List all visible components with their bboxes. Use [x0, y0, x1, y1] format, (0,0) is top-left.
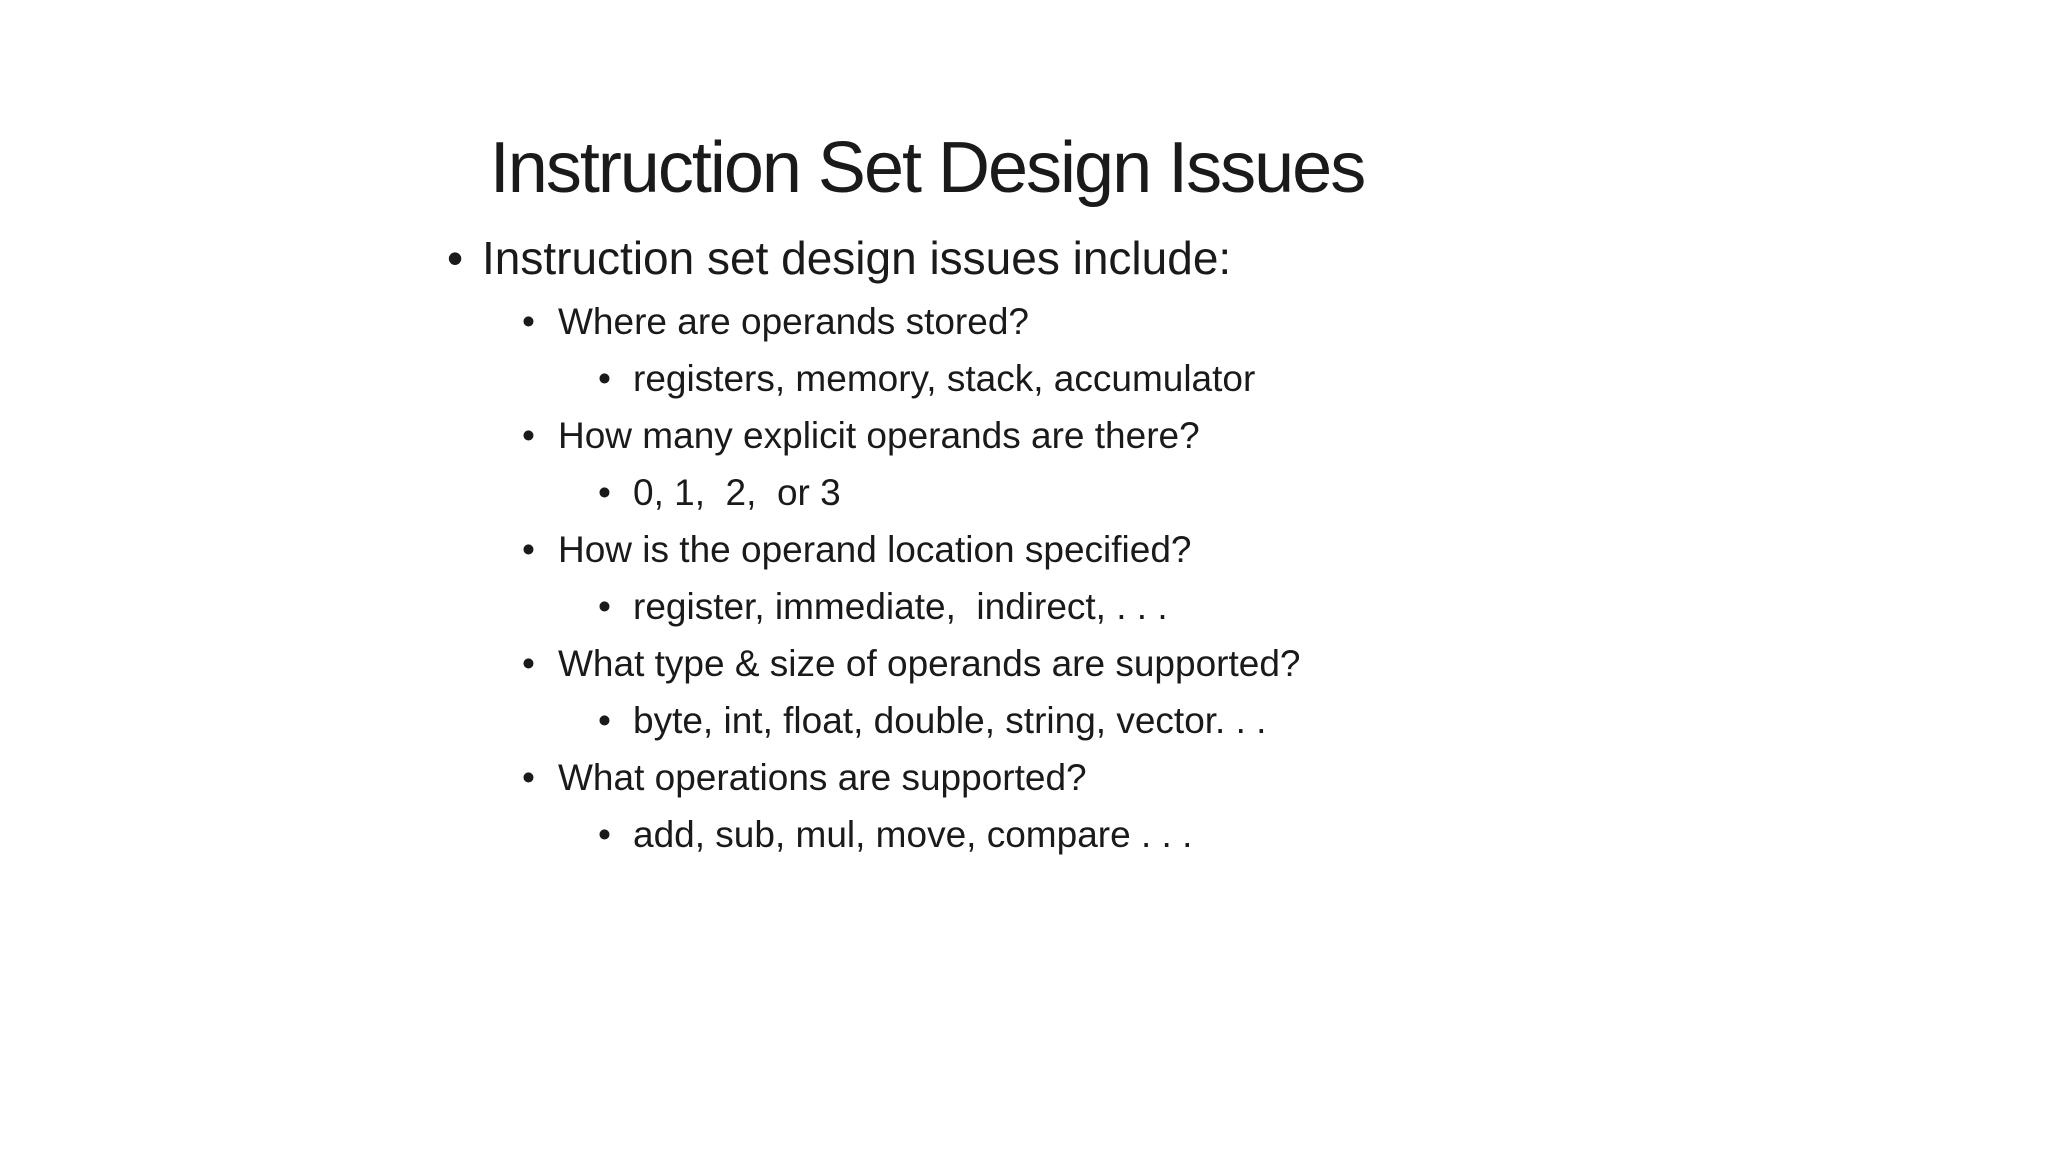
bullet-icon: • [598, 699, 611, 741]
bullet-item-level3: • byte, int, float, double, string, vect… [447, 692, 1647, 749]
bullet-icon: • [447, 231, 464, 284]
bullet-text: How is the operand location specified? [558, 528, 1192, 570]
bullet-list: • Instruction set design issues include:… [447, 222, 1647, 863]
bullet-text: What type & size of operands are support… [558, 642, 1301, 684]
bullet-text: Where are operands stored? [558, 300, 1029, 342]
bullet-item-level2: • How is the operand location specified? [447, 521, 1647, 578]
bullet-item-level2: • What operations are supported? [447, 749, 1647, 806]
bullet-item-level2: • What type & size of operands are suppo… [447, 635, 1647, 692]
bullet-item-level2: • How many explicit operands are there? [447, 407, 1647, 464]
bullet-icon: • [598, 471, 611, 513]
bullet-item-level3: • 0, 1, 2, or 3 [447, 464, 1647, 521]
bullet-item-level3: • register, immediate, indirect, . . . [447, 578, 1647, 635]
bullet-text: What operations are supported? [558, 756, 1087, 798]
bullet-text: 0, 1, 2, or 3 [633, 471, 841, 513]
bullet-text: How many explicit operands are there? [558, 414, 1200, 456]
bullet-item-level3: • add, sub, mul, move, compare . . . [447, 806, 1647, 863]
bullet-item-level3: • registers, memory, stack, accumulator [447, 350, 1647, 407]
bullet-icon: • [522, 300, 535, 342]
bullet-icon: • [522, 528, 535, 570]
bullet-icon: • [522, 756, 535, 798]
bullet-text: Instruction set design issues include: [482, 231, 1232, 284]
bullet-text: register, immediate, indirect, . . . [633, 585, 1168, 627]
bullet-text: byte, int, float, double, string, vector… [633, 699, 1267, 741]
bullet-icon: • [598, 813, 611, 855]
bullet-text: add, sub, mul, move, compare . . . [633, 813, 1193, 855]
bullet-icon: • [522, 642, 535, 684]
bullet-icon: • [598, 585, 611, 627]
slide-title: Instruction Set Design Issues [489, 128, 1366, 209]
bullet-item-level2: • Where are operands stored? [447, 293, 1647, 350]
bullet-icon: • [598, 357, 611, 399]
bullet-text: registers, memory, stack, accumulator [633, 357, 1256, 399]
bullet-icon: • [522, 414, 535, 456]
bullet-item-level1: • Instruction set design issues include: [447, 222, 1647, 293]
